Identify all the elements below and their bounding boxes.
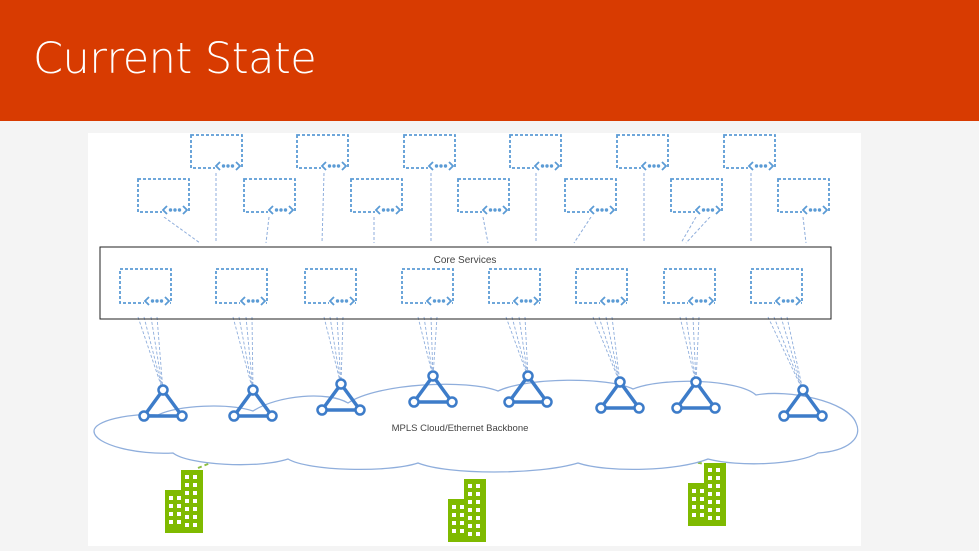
router-icon bbox=[408, 370, 458, 408]
router-icon bbox=[503, 370, 553, 408]
vnet-core bbox=[488, 268, 541, 308]
vnet-top-row-2 bbox=[777, 178, 830, 217]
router-link bbox=[611, 316, 621, 384]
vnet-core bbox=[215, 268, 268, 308]
branch-link bbox=[163, 216, 201, 244]
branch-link bbox=[482, 216, 489, 244]
vnet-top-row-1 bbox=[509, 134, 562, 173]
vnet-core bbox=[663, 268, 716, 308]
vnet-core bbox=[119, 268, 172, 308]
router-link bbox=[773, 316, 804, 392]
office-building-icon bbox=[688, 463, 726, 526]
slide-title: Current State bbox=[33, 34, 317, 84]
router-link bbox=[137, 316, 164, 392]
router-link bbox=[156, 316, 164, 392]
branch-link bbox=[802, 216, 807, 244]
router-link bbox=[329, 316, 342, 386]
branch-link bbox=[680, 216, 697, 244]
router-link bbox=[505, 316, 529, 378]
router-link bbox=[780, 316, 804, 392]
vnet-top-row-1 bbox=[296, 134, 349, 173]
mpls-cloud bbox=[93, 379, 859, 473]
vnet-top-row-2 bbox=[457, 178, 510, 217]
branch-link bbox=[685, 216, 711, 244]
router-link bbox=[685, 316, 697, 384]
vnet-top-row-2 bbox=[670, 178, 723, 217]
branch-link bbox=[265, 216, 270, 244]
router-link bbox=[432, 316, 438, 378]
router-icon bbox=[138, 384, 188, 422]
vnet-core bbox=[304, 268, 357, 308]
router-link bbox=[143, 316, 164, 392]
router-link bbox=[518, 316, 529, 378]
vnet-top-row-2 bbox=[243, 178, 296, 217]
vnet-top-row-1 bbox=[616, 134, 669, 173]
router-icon bbox=[316, 378, 366, 416]
router-link bbox=[336, 316, 342, 386]
router-link bbox=[238, 316, 254, 392]
office-building-icon bbox=[165, 470, 203, 533]
router-link bbox=[323, 316, 342, 386]
vnet-core bbox=[401, 268, 454, 308]
router-link bbox=[511, 316, 529, 378]
router-link bbox=[786, 316, 804, 392]
vnet-top-row-1 bbox=[190, 134, 243, 173]
router-link bbox=[417, 316, 434, 378]
router-link bbox=[150, 316, 164, 392]
vnet-top-row-2 bbox=[137, 178, 190, 217]
vnet-top-row-2 bbox=[564, 178, 617, 217]
router-link bbox=[679, 316, 697, 384]
router-link bbox=[592, 316, 621, 384]
diagram-svg: MPLS Cloud/Ethernet Backbone Core Servic… bbox=[93, 134, 859, 542]
router-link bbox=[598, 316, 621, 384]
router-link bbox=[340, 316, 344, 386]
vnet-core bbox=[750, 268, 803, 308]
core-services-box bbox=[99, 246, 832, 320]
router-link bbox=[251, 316, 254, 392]
router-link bbox=[423, 316, 434, 378]
core-services-label: Core Services bbox=[434, 255, 497, 266]
vnet-top-row-1 bbox=[723, 134, 776, 173]
vnet-core bbox=[575, 268, 628, 308]
branch-link bbox=[573, 216, 592, 244]
office-building-icon bbox=[448, 479, 486, 542]
router-icon bbox=[228, 384, 278, 422]
virtual-networks bbox=[119, 134, 830, 308]
router-link bbox=[692, 316, 697, 384]
router-icon bbox=[778, 384, 828, 422]
vnet-top-row-1 bbox=[403, 134, 456, 173]
branch-links bbox=[163, 172, 807, 244]
router-icon bbox=[671, 376, 721, 414]
router-link bbox=[605, 316, 621, 384]
branch-sites bbox=[165, 463, 726, 542]
router-link bbox=[430, 316, 434, 378]
router-link bbox=[245, 316, 254, 392]
router-link bbox=[524, 316, 529, 378]
router-icon bbox=[595, 376, 645, 414]
title-banner: Current State bbox=[0, 0, 979, 121]
vnet-top-row-2 bbox=[350, 178, 403, 217]
core-to-router-links bbox=[137, 316, 804, 392]
router-link bbox=[695, 316, 700, 384]
routers bbox=[138, 370, 828, 422]
cloud-label: MPLS Cloud/Ethernet Backbone bbox=[392, 423, 529, 434]
network-diagram: MPLS Cloud/Ethernet Backbone Core Servic… bbox=[88, 133, 861, 546]
router-link bbox=[767, 316, 804, 392]
branch-link bbox=[321, 172, 325, 244]
router-link bbox=[232, 316, 254, 392]
